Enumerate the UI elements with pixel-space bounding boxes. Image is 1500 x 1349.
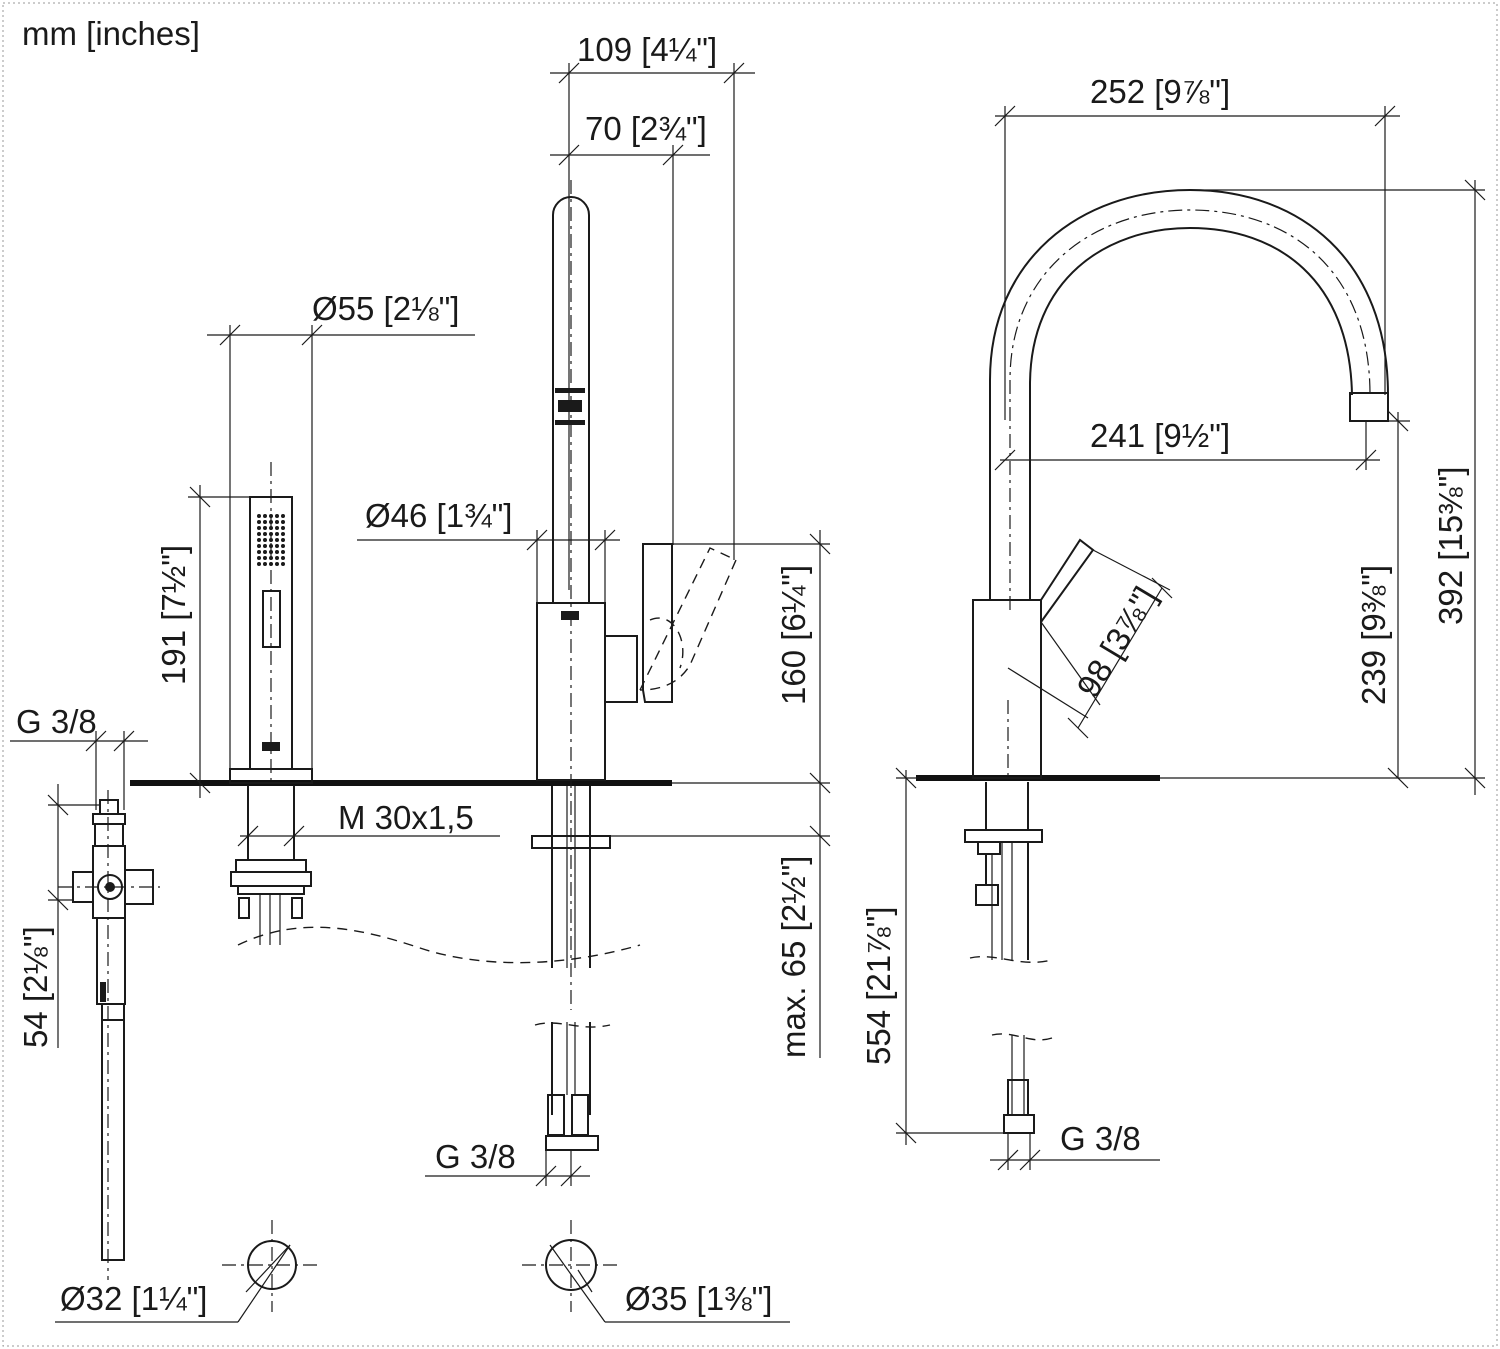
dim-d109-label: 109 [4¼"] xyxy=(577,31,717,68)
hole-32-symbol: Ø32 [1¼"] xyxy=(55,1220,320,1323)
hand-shower xyxy=(229,462,641,964)
dim-d554-label: 554 [21⅞"] xyxy=(860,906,897,1065)
dim-d32-label: Ø32 [1¼"] xyxy=(60,1280,207,1317)
dim-d98-label: 98 [3⅞"] xyxy=(1069,580,1163,703)
dim-group-hand-shower: Ø55 [2⅛"] 191 [7½"] M 30x1,5 xyxy=(155,290,500,847)
dim-d239-label: 239 [9⅜"] xyxy=(1355,565,1392,705)
dim-group-valve: G 3/8 54 [2⅛"] xyxy=(10,703,148,1048)
mixer-side-view xyxy=(531,180,737,1151)
dim-group-gooseneck: 252 [9⅞"] 241 [9½"] 98 [3⅞"] 239 [9⅜"] 3… xyxy=(860,73,1486,1171)
gooseneck-mixer-side-view xyxy=(964,188,1389,1134)
thread-label: M 30x1,5 xyxy=(338,799,474,836)
dim-d241-label: 241 [9½"] xyxy=(1090,417,1230,454)
dim-d35-label: Ø35 [1⅜"] xyxy=(625,1280,772,1317)
g38-mid-label: G 3/8 xyxy=(435,1138,516,1175)
diverter-valve xyxy=(58,790,160,1280)
g38-left-label: G 3/8 xyxy=(16,703,97,740)
dim-d70-label: 70 [2¾"] xyxy=(585,110,707,147)
dim-d160-label: 160 [6¼"] xyxy=(775,565,812,705)
dim-group-mixer: 109 [4¼"] 70 [2¾"] Ø46 [1¾"] 160 [6¼"] m… xyxy=(357,31,831,1187)
dim-d392-label: 392 [15⅜"] xyxy=(1432,466,1469,625)
dim-max65-label: max. 65 [2½"] xyxy=(775,856,812,1058)
dim-d54-label: 54 [2⅛"] xyxy=(17,926,54,1048)
dim-d252-label: 252 [9⅞"] xyxy=(1090,73,1230,110)
hole-35-symbol: Ø35 [1⅜"] xyxy=(522,1220,790,1323)
dim-d191-label: 191 [7½"] xyxy=(155,545,192,685)
dim-d55-label: Ø55 [2⅛"] xyxy=(312,290,459,327)
g38-right-label: G 3/8 xyxy=(1060,1120,1141,1157)
dim-d46-label: Ø46 [1¾"] xyxy=(365,497,512,534)
units-note: mm [inches] xyxy=(22,15,200,52)
